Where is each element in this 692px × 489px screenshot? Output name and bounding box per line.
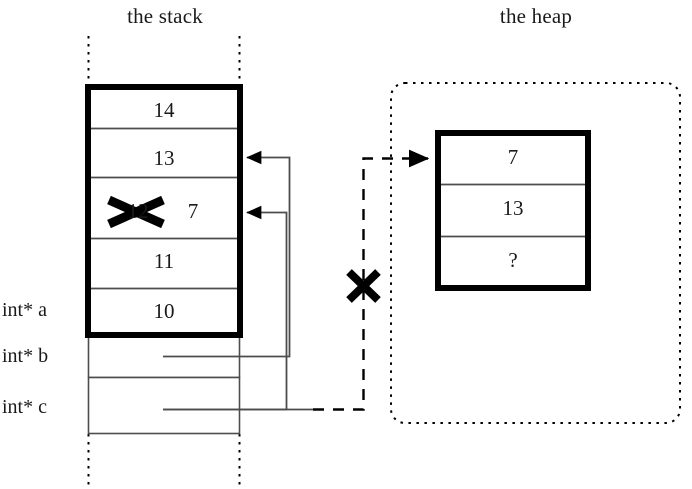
stack-title: the stack <box>127 4 203 28</box>
stack-slot-c <box>87 376 241 435</box>
heap-region <box>390 82 681 424</box>
pointer-b-line <box>163 150 291 358</box>
stack-cell-value-11: 11 <box>153 249 175 273</box>
var-label-a: int* a <box>2 299 47 321</box>
heap-frame <box>435 130 591 291</box>
stack-cell-value-14: 14 <box>153 98 175 122</box>
heap-cell-value-unknown: ? <box>508 248 518 272</box>
strike-out-x-stack <box>107 195 165 229</box>
heap-cell-value-7: 7 <box>507 145 519 169</box>
stack-cell-value-13: 13 <box>153 146 175 170</box>
stack-cell-value-10: 10 <box>153 299 175 323</box>
strike-out-x-pointer <box>346 269 381 303</box>
stack-cell-value-12-old: 12 <box>127 199 149 223</box>
dangling-pointer-dashed <box>313 149 430 411</box>
heap-cell-value-13: 13 <box>502 196 524 220</box>
var-label-c: int* c <box>2 396 47 418</box>
var-label-b: int* b <box>2 345 49 367</box>
heap-title: the heap <box>499 4 573 28</box>
stack-cell-value-12-new: 7 <box>187 199 199 223</box>
